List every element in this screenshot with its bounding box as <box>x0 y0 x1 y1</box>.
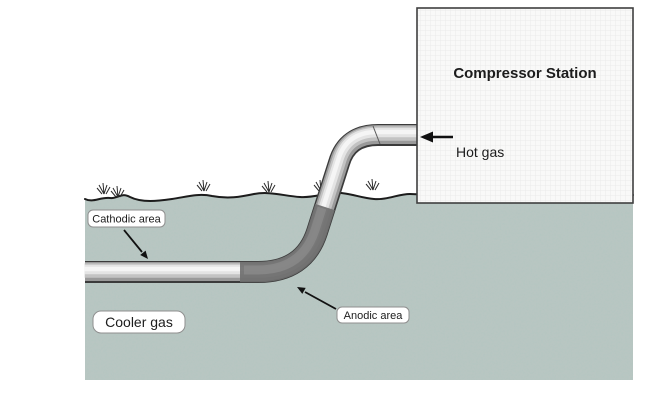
anodic-area-label: Anodic area <box>344 310 404 322</box>
anodic-arrowhead-icon <box>297 287 306 294</box>
grass-tuft <box>96 182 111 195</box>
anodic-label-box <box>336 306 410 324</box>
cathodic-area-annotation: Cathodic area <box>87 209 166 259</box>
compressor-station-box: Compressor Station <box>416 7 634 204</box>
pipeline <box>84 124 418 283</box>
anodic-region-shading <box>240 203 335 283</box>
hot-gas-label: Hot gas <box>456 144 504 160</box>
compressor-station-label: Compressor Station <box>453 65 596 82</box>
soil-texture <box>85 192 633 380</box>
cathodic-arrow <box>123 229 143 253</box>
grass-tuft <box>196 179 211 192</box>
soil-ground <box>84 178 634 380</box>
cathodic-arrowhead-icon <box>140 250 148 259</box>
grass-tuft <box>365 178 380 191</box>
cooler-gas-label-box <box>92 310 186 334</box>
anodic-arrow <box>304 291 337 310</box>
ground-surface-line <box>84 191 634 202</box>
hot-gas-annotation: Hot gas <box>420 131 504 160</box>
cooler-gas-annotation: Cooler gas <box>92 310 186 334</box>
cathodic-area-label: Cathodic area <box>92 214 161 226</box>
anodic-area-annotation: Anodic area <box>297 287 410 324</box>
hot-gas-arrowhead-icon <box>420 131 433 143</box>
grass-tuft <box>261 180 276 193</box>
pipe-weld-seam <box>372 125 381 145</box>
cooler-gas-label: Cooler gas <box>105 314 173 330</box>
cathodic-label-box <box>87 209 166 228</box>
